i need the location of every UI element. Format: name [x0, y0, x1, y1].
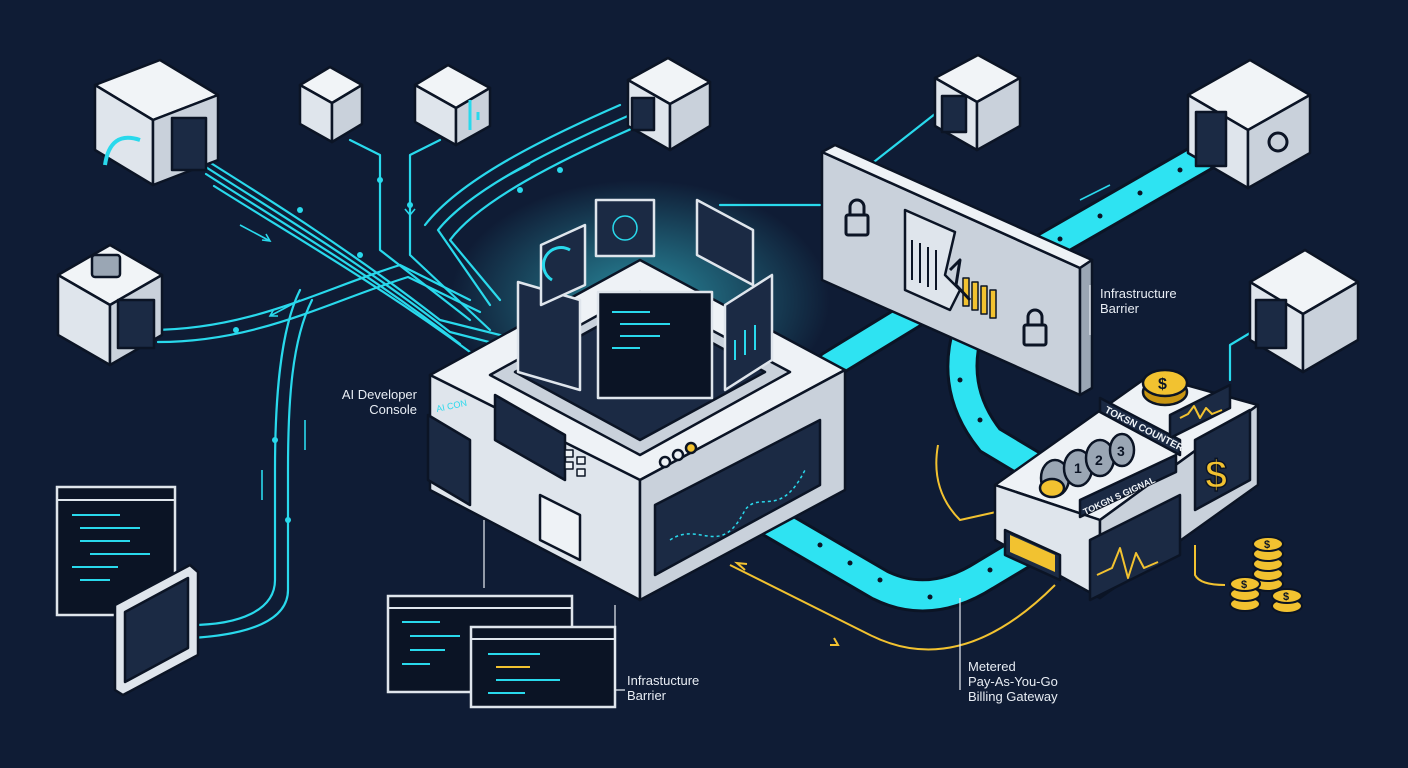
billing-line-1: Metered	[968, 659, 1016, 674]
server-cube-topright-2	[1186, 58, 1312, 190]
label-leader-lines	[483, 285, 1091, 691]
svg-text:$: $	[1158, 376, 1167, 393]
billing-line-3: Billing Gateway	[968, 689, 1058, 704]
coin-stacks: $ $ $	[1229, 536, 1303, 614]
counter-digit-2: 2	[1095, 452, 1103, 468]
server-cube-small-1	[298, 65, 364, 144]
circuit-traces	[148, 103, 1257, 640]
barrier-bottom-line-1: Infrastucture	[627, 673, 700, 688]
billing-line-2: Pay-As-You-Go	[968, 674, 1058, 689]
counter-digit-1: 1	[1074, 460, 1082, 476]
barrier-top-line-2: Barrier	[1100, 301, 1140, 316]
floating-screens	[516, 198, 774, 400]
console-label: AI Developer Console	[337, 387, 417, 417]
barrier-top-line-1: Infrastructure	[1100, 286, 1177, 301]
svg-text:$: $	[1264, 539, 1270, 551]
server-cube-small-2	[413, 63, 492, 147]
dollar-coin-icon: $	[1141, 368, 1189, 407]
svg-text:$: $	[1241, 579, 1247, 591]
svg-text:$: $	[1205, 453, 1227, 497]
server-cube-topleft	[93, 58, 220, 187]
terminal-box-left	[113, 563, 200, 697]
server-cube-topright-1	[933, 53, 1022, 152]
padlock-icon	[844, 198, 1048, 347]
code-window-bottom-2	[469, 625, 617, 709]
billing-gateway-label: Metered Pay-As-You-Go Billing Gateway	[968, 659, 1058, 704]
infrastructure-barrier-top-label: Infrastructure Barrier	[1100, 286, 1177, 316]
barrier-bottom-line-2: Barrier	[627, 688, 667, 703]
server-cube-topcenter	[626, 56, 712, 152]
counter-digit-3: 3	[1117, 443, 1125, 459]
server-cube-leftmid	[56, 243, 164, 367]
infrastructure-barrier-wall	[820, 143, 1094, 397]
infrastructure-barrier-bottom-label: Infrastucture Barrier	[627, 673, 699, 703]
server-cube-right	[1248, 248, 1360, 374]
console-label-line-2: Console	[369, 402, 417, 417]
pipe-dots	[817, 167, 1183, 600]
counter-digits: 1 2 3	[1074, 443, 1125, 476]
billing-flow-lines	[729, 444, 1226, 651]
billing-gateway-machine	[993, 373, 1260, 602]
console-label-line-1: AI Developer	[341, 387, 417, 402]
dollar-sign-icon: $	[1204, 452, 1228, 498]
svg-text:$: $	[1283, 591, 1289, 603]
flow-arrows	[239, 163, 1111, 500]
